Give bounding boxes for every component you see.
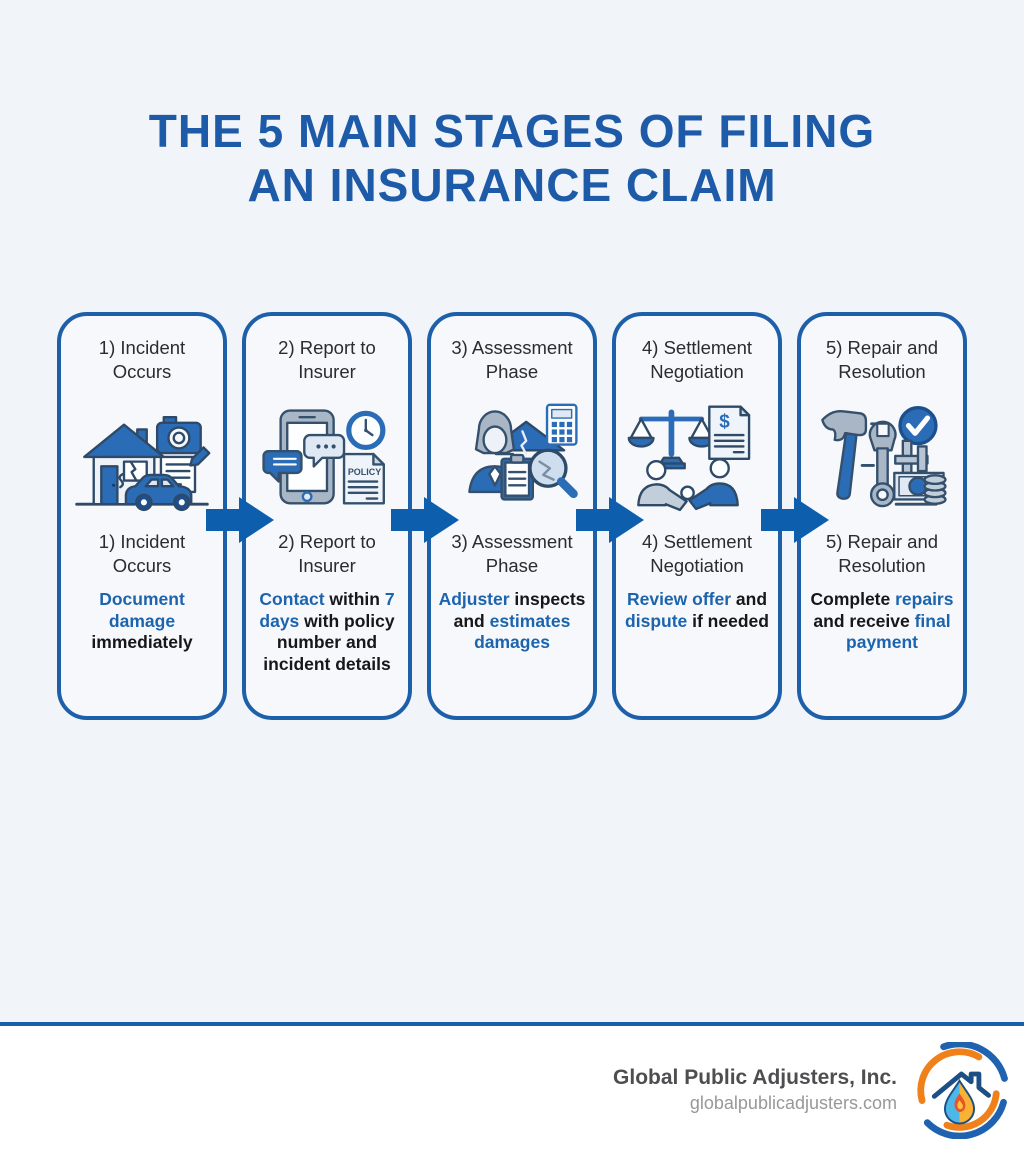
stage-1-description: Document damage immediately	[91, 588, 193, 653]
house-damage-camera-car-icon	[71, 398, 213, 512]
page-title: THE 5 MAIN STAGES OF FILING AN INSURANCE…	[0, 104, 1024, 213]
scales-contract-handshake-icon: $	[626, 398, 768, 512]
company-name: Global Public Adjusters, Inc.	[613, 1066, 897, 1089]
company-website[interactable]: globalpublicadjusters.com	[689, 1093, 897, 1113]
footer-text-block: Global Public Adjusters, Inc. globalpubl…	[613, 1066, 897, 1114]
stage-2-title: 2) Report to Insurer	[278, 337, 376, 383]
stage-5-title: 5) Repair and Resolution	[825, 337, 939, 383]
adjuster-magnifier-calculator-icon	[441, 398, 583, 512]
footer: Global Public Adjusters, Inc. globalpubl…	[0, 1026, 1024, 1154]
stage-3-title: 3) Assessment Phase	[451, 337, 573, 383]
stage-2-description: Contact within 7 days with policy number…	[259, 588, 395, 674]
stage-3-description: Adjuster inspects and estimates damages	[438, 588, 586, 653]
flow-arrow-icon	[761, 497, 829, 543]
footer-divider	[0, 1022, 1024, 1026]
stage-card-1-incident: 1) Incident Occurs	[57, 312, 227, 720]
house-flame-waterdrop-swoosh-logo	[911, 1040, 1008, 1139]
stage-2-subtitle: 2) Report to Insurer	[278, 531, 376, 577]
stage-1-title: 1) Incident Occurs	[98, 337, 186, 383]
stage-card-4-settlement: 4) Settlement Negotiation $	[612, 312, 782, 720]
phone-chat-clock-policy-icon: POLICY	[256, 398, 398, 512]
stage-5-description: Complete repairs and receive final payme…	[810, 588, 954, 653]
stage-1-subtitle: 1) Incident Occurs	[98, 531, 186, 577]
policy-doc-label: POLICY	[348, 467, 381, 477]
stage-3-subtitle: 3) Assessment Phase	[451, 531, 573, 577]
stage-4-title: 4) Settlement Negotiation	[641, 337, 753, 383]
flow-arrow-icon	[576, 497, 644, 543]
stage-5-subtitle: 5) Repair and Resolution	[825, 531, 939, 577]
flow-arrow-icon	[391, 497, 459, 543]
stage-card-5-repair: 5) Repair and Resolution	[797, 312, 967, 720]
flow-arrow-icon	[206, 497, 274, 543]
contract-dollar-symbol: $	[719, 412, 730, 433]
stage-4-description: Review offer and dispute if needed	[625, 588, 769, 631]
stage-4-subtitle: 4) Settlement Negotiation	[641, 531, 753, 577]
page-title-line1: THE 5 MAIN STAGES OF FILING	[148, 105, 876, 157]
page-title-line2: AN INSURANCE CLAIM	[247, 159, 777, 212]
stage-card-3-assessment: 3) Assessment Phase	[427, 312, 597, 720]
tools-check-payment-icon	[811, 398, 953, 512]
